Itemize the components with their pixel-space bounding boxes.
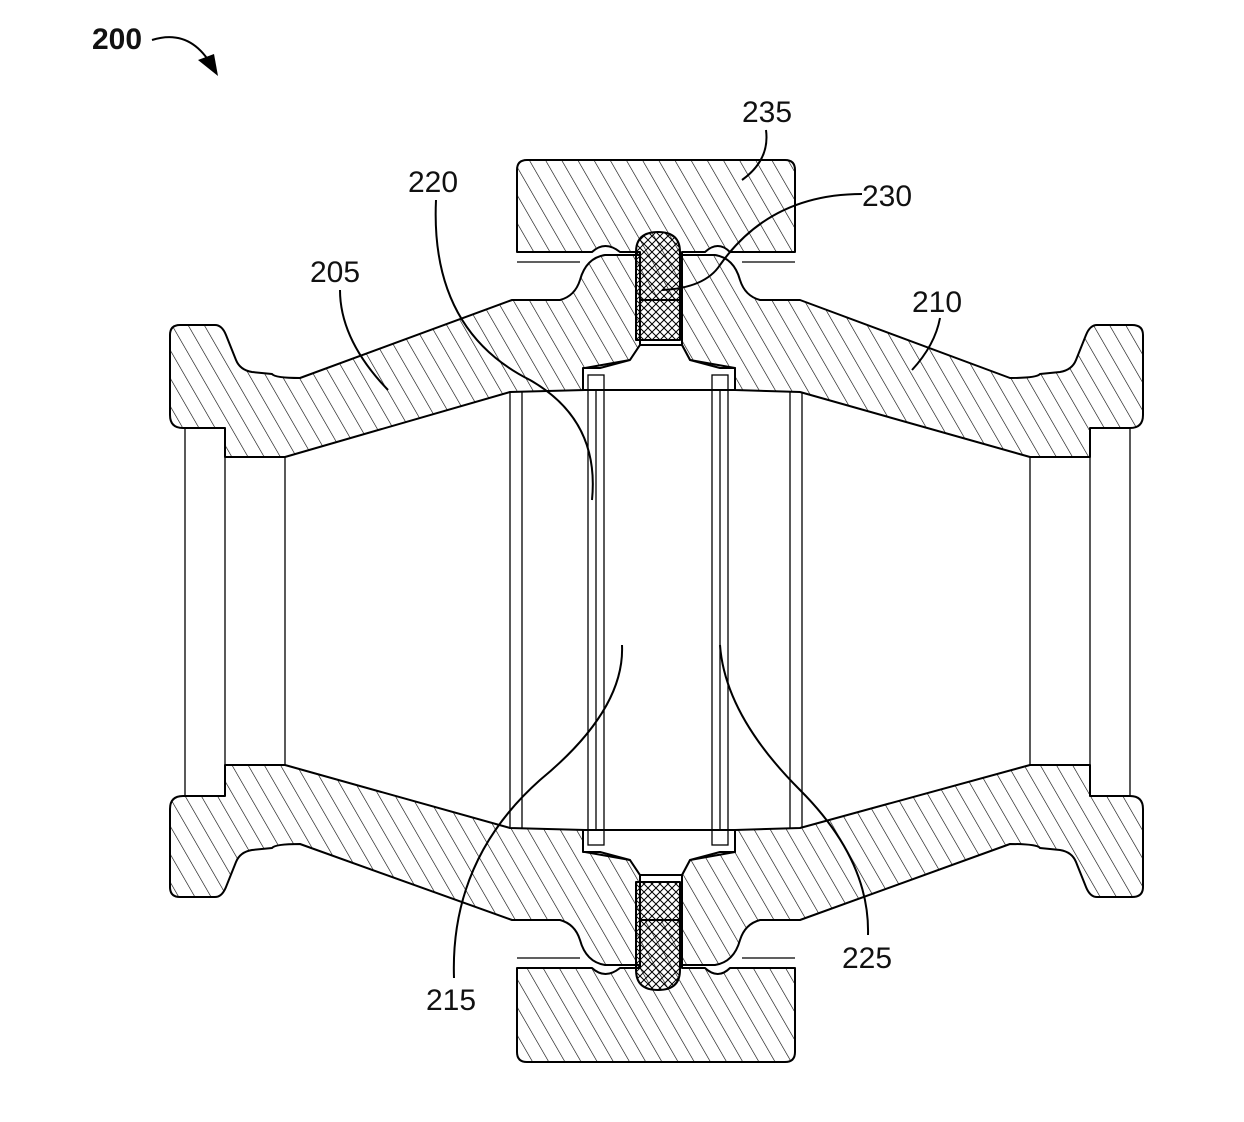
- label-205: 205: [310, 256, 360, 289]
- bore-lines: [184, 392, 1131, 828]
- label-210: 210: [912, 286, 962, 319]
- leader-225: [719, 644, 870, 936]
- leader-215: [452, 644, 624, 979]
- leader-lines: [151, 36, 941, 979]
- seal-ring: [635, 231, 681, 991]
- label-215: 215: [426, 984, 476, 1017]
- right-housing: [681, 254, 1144, 966]
- clamp-band: [516, 159, 796, 1063]
- label-235: 235: [742, 96, 792, 129]
- leader-205: [339, 289, 389, 391]
- leader-235: [741, 129, 768, 181]
- leader-210: [911, 317, 941, 371]
- window-assembly: [582, 344, 736, 876]
- left-housing: [169, 254, 641, 966]
- leader-230: [661, 193, 863, 291]
- label-220: 220: [408, 166, 458, 199]
- label-225: 225: [842, 942, 892, 975]
- leader-220: [434, 199, 594, 501]
- leader-200-arrowhead: [198, 54, 218, 76]
- label-200: 200: [92, 23, 142, 56]
- label-230: 230: [862, 180, 912, 213]
